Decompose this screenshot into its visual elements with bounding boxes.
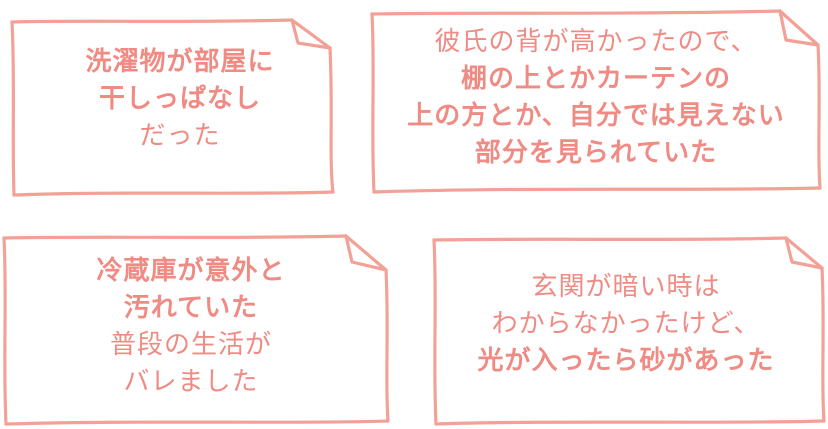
note-2-text: 彼氏の背が高かったので、 棚の上とかカーテンの 上の方とか、自分では見えない 部…: [378, 24, 814, 172]
note-2-line-3: 上の方とか、自分では見えない: [407, 101, 785, 131]
note-3-line-1: 冷蔵庫が意外と: [96, 256, 286, 286]
note-4-text: 玄関が暗い時は わからなかったけど、 光が入ったら砂があった: [436, 269, 816, 380]
note-3-frame: [2, 234, 390, 426]
note-3-line-2: 汚れていた: [123, 293, 259, 323]
note-4-frame: [432, 236, 826, 426]
note-2-frame: [370, 9, 822, 194]
note-2-line-1: 彼氏の背が高かったので、: [434, 27, 758, 57]
note-3-text: 冷蔵庫が意外と 汚れていた 普段の生活が バレました: [6, 253, 376, 401]
note-3-line-3: 普段の生活が: [109, 330, 272, 360]
note-2-line-4: 部分を見られていた: [474, 138, 718, 168]
note-3-line-4: バレました: [123, 367, 259, 397]
note-1-text: 洗濯物が部屋に 干しっぱなし だった: [20, 44, 340, 155]
note-4-line-2: わからなかったけど、: [491, 309, 761, 339]
note-1-line-1: 洗濯物が部屋に: [85, 47, 275, 77]
note-2-line-2: 棚の上とかカーテンの: [460, 64, 731, 94]
note-1-line-3: だった: [139, 121, 221, 151]
note-1-line-2: 干しっぱなし: [98, 84, 261, 114]
note-4-line-1: 玄関が暗い時は: [531, 272, 721, 302]
note-1-frame: [10, 18, 335, 197]
note-4-line-3: 光が入ったら砂があった: [477, 346, 775, 376]
